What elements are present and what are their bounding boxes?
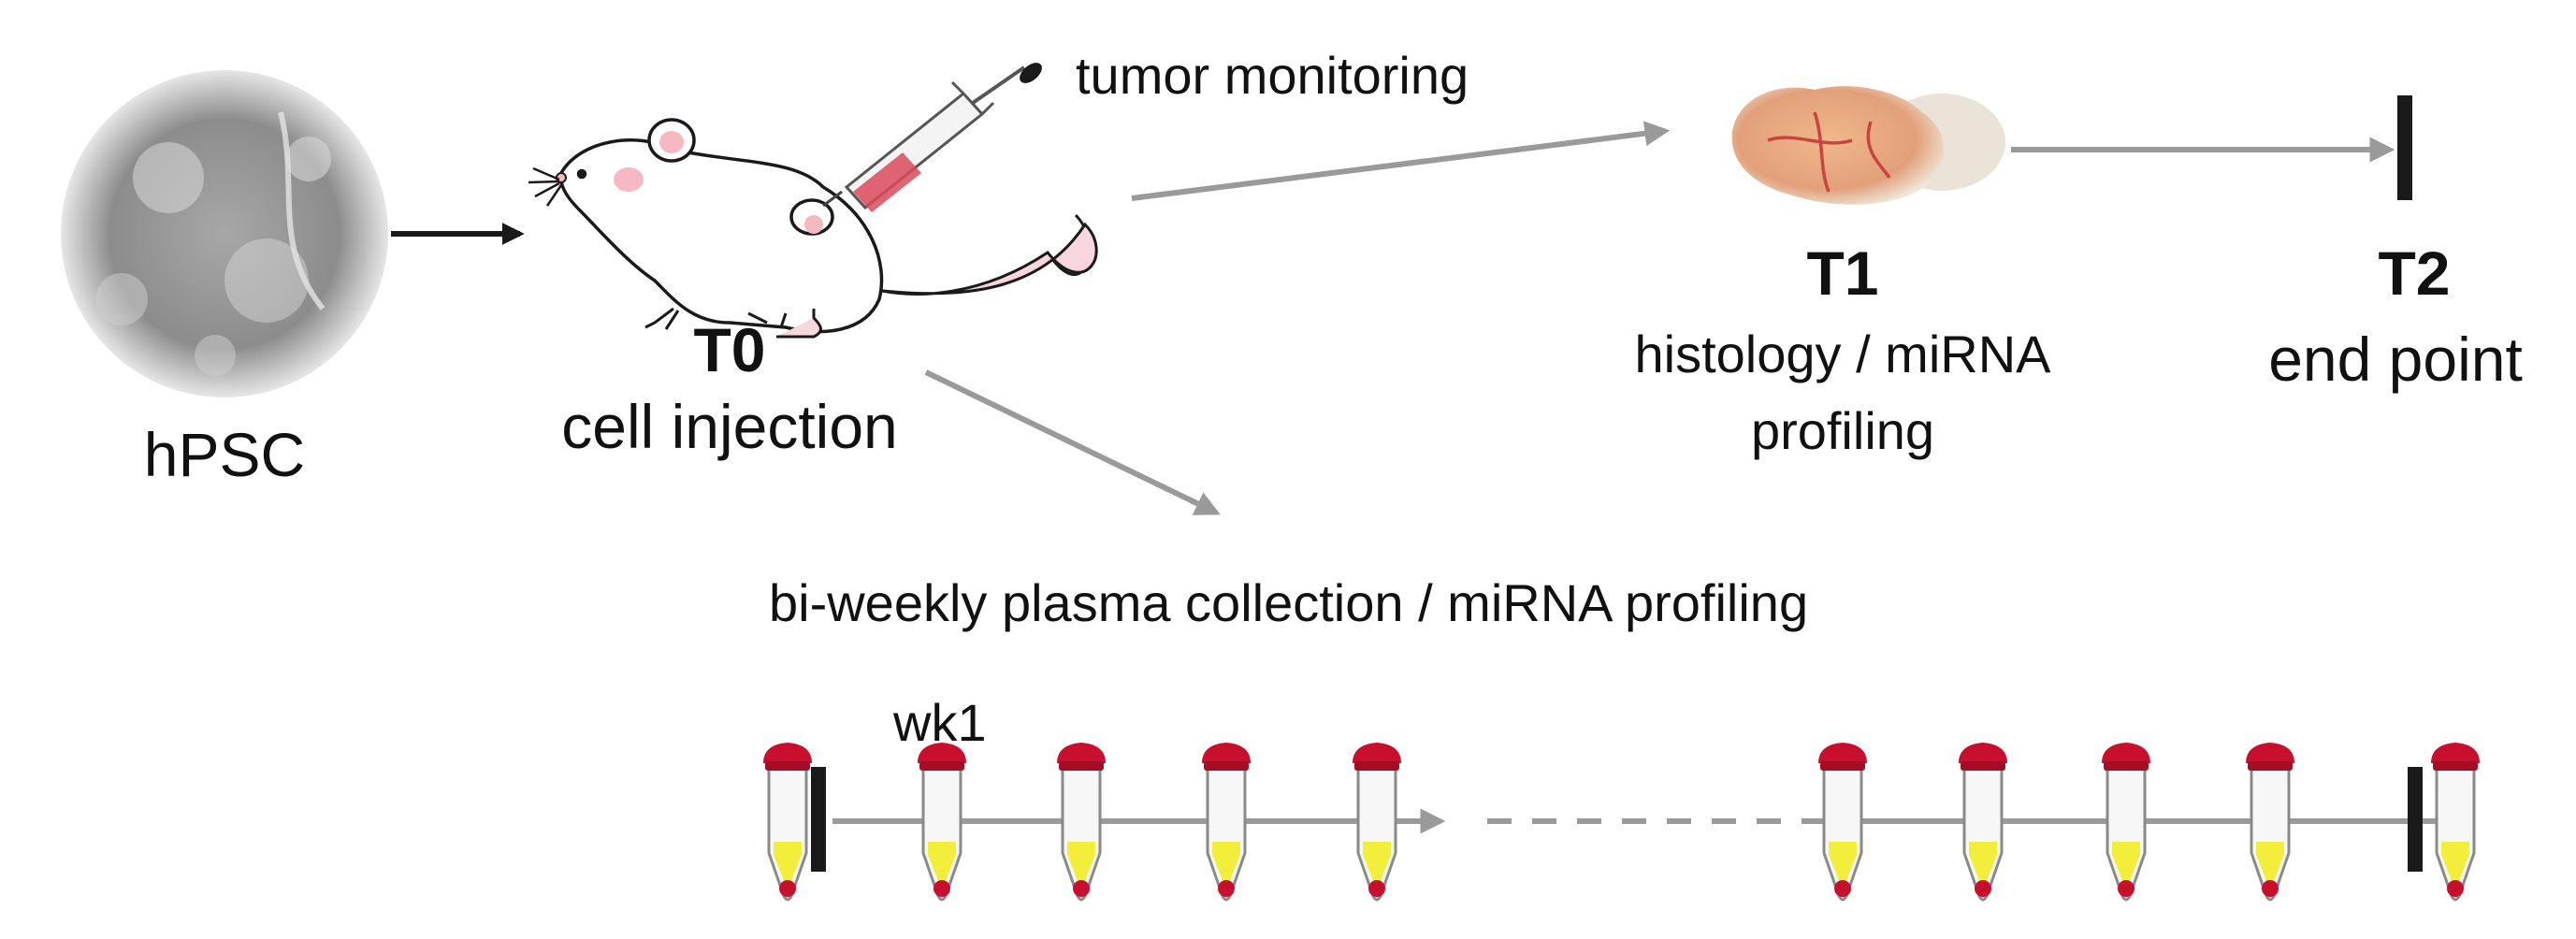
mouse-icon — [528, 118, 1098, 339]
t0-label: T0 — [693, 315, 766, 384]
t1-label: T1 — [1806, 238, 1879, 308]
tumor-monitoring-label: tumor monitoring — [1076, 46, 1469, 105]
end-point-bar — [2397, 95, 2412, 200]
plasma-arrow — [924, 369, 1221, 515]
t2-caption: end point — [2268, 325, 2523, 394]
cell-culture-dish-icon — [61, 70, 388, 397]
syringe-icon — [822, 63, 1042, 212]
tumor-icon — [1731, 86, 2005, 205]
t1-caption-line2: profiling — [1750, 401, 1935, 460]
plasma-timeline — [811, 767, 2441, 872]
plasma-collection-label: bi-weekly plasma collection / miRNA prof… — [769, 573, 1809, 632]
t1-caption-line1: histology / miRNA — [1634, 325, 2051, 383]
t0-caption: cell injection — [561, 392, 898, 461]
t2-label: T2 — [2378, 238, 2451, 308]
hpsc-label: hPSC — [143, 420, 306, 489]
tumor-monitoring-arrow — [1131, 121, 1671, 201]
wk1-label: wk1 — [893, 693, 987, 752]
